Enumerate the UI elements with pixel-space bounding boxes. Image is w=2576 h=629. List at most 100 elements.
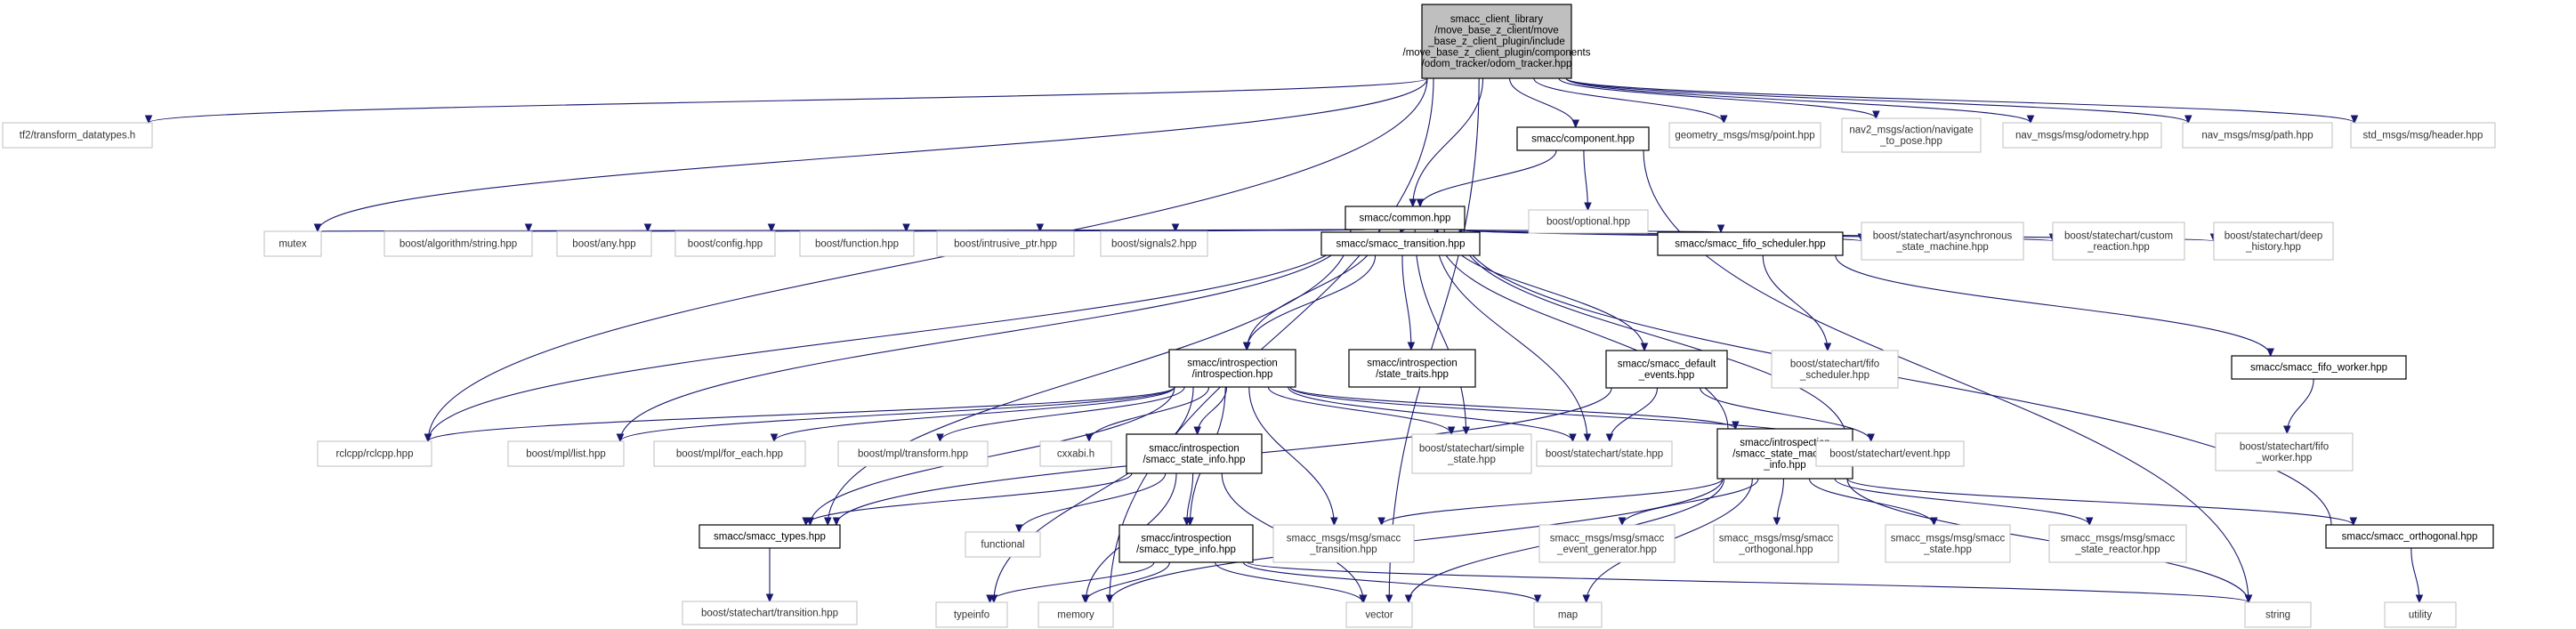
node-box: [965, 531, 1041, 558]
node-smacc-types[interactable]: smacc/smacc_types.hpp: [699, 524, 841, 549]
node-transition[interactable]: smacc/smacc_transition.hpp: [1320, 231, 1481, 256]
edge-arrowhead: [1582, 594, 1591, 604]
edge-arrowhead: [1242, 342, 1251, 351]
edge-sm-info-to-msg-state-reactor: [1834, 478, 2090, 526]
node-label-line: _to_pose.hpp: [1879, 136, 1942, 147]
edge-arrowhead: [1716, 224, 1725, 234]
node-label-line: _event_generator.hpp: [1556, 544, 1657, 555]
node-state-info[interactable]: smacc/introspection/smacc_state_info.hpp: [1126, 433, 1263, 474]
edge-root-to-geom-point: [1533, 77, 1724, 124]
edge-arrowhead: [1584, 202, 1592, 212]
node-label-line: boost/function.hpp: [815, 239, 899, 250]
node-box: [1861, 222, 2024, 261]
node-box: [1841, 117, 1982, 153]
node-label-line: boost/mpl/for_each.hpp: [676, 449, 783, 460]
node-box: [1118, 524, 1254, 563]
node-box: [1421, 4, 1572, 79]
node-label-line: smacc_msgs/msg/smacc: [1287, 533, 1401, 544]
node-fifo-sched[interactable]: smacc/smacc_fifo_scheduler.hpp: [1657, 231, 1844, 256]
node-box: [2213, 222, 2334, 261]
node-msg-state: smacc_msgs/msg/smacc_state.hpp: [1885, 524, 2011, 563]
node-nav2-navigate: nav2_msgs/action/navigate_to_pose.hpp: [1841, 117, 1982, 153]
edge-root-to-header: [1565, 77, 2355, 124]
edge-common-to-simple-state: [1414, 229, 1467, 435]
edge-fifo-worker-to-fifo-worker-sc: [2286, 378, 2314, 434]
edge-common-to-mpl-list: [619, 229, 1352, 442]
node-odometry: nav_msgs/msg/odometry.hpp: [2002, 122, 2162, 149]
node-label-line: /move_base_z_client_plugin/components: [1403, 48, 1591, 59]
node-mpl-foreach: boost/mpl/for_each.hpp: [653, 440, 806, 467]
edge-type-info-to-string: [1247, 561, 2249, 603]
edge-arrowhead: [1583, 433, 1592, 443]
edge-root-to-nav2-navigate: [1558, 77, 1877, 119]
edge-arrowhead: [832, 517, 841, 527]
edge-arrowhead: [936, 433, 944, 443]
node-box: [317, 440, 432, 467]
node-box: [1038, 601, 1114, 628]
edge-fifo-sched-to-fifo-worker: [1835, 254, 2272, 357]
node-introspection[interactable]: smacc/introspection/introspection.hpp: [1168, 349, 1296, 388]
edge-arrowhead: [1569, 433, 1577, 443]
edge-arrowhead: [1377, 517, 1385, 527]
node-box: [1713, 524, 1839, 563]
node-string: string: [2244, 601, 2312, 628]
node-box: [1168, 349, 1296, 388]
node-label-line: boost/statechart/fifo: [2240, 441, 2329, 452]
node-state-traits[interactable]: smacc/introspection/state_traits.hpp: [1348, 349, 1476, 388]
node-fifo-worker[interactable]: smacc/smacc_fifo_worker.hpp: [2231, 355, 2407, 380]
edge-arrowhead: [902, 223, 910, 233]
node-label-line: /introspection.hpp: [1192, 369, 1273, 380]
node-label-line: _info.hpp: [1763, 460, 1805, 471]
node-common[interactable]: smacc/common.hpp: [1345, 206, 1466, 230]
node-label-line: boost/algorithm/string.hpp: [400, 239, 517, 250]
edge-arrowhead: [1720, 115, 1728, 125]
node-orthogonal[interactable]: smacc/smacc_orthogonal.hpp: [2325, 524, 2494, 549]
node-label-line: nav_msgs/msg/odometry.hpp: [2015, 131, 2149, 141]
node-mutex: mutex: [263, 230, 322, 257]
node-label-line: /state_traits.hpp: [1376, 369, 1449, 380]
node-label-line: /move_base_z_client/move: [1434, 26, 1558, 36]
edge-arrowhead: [1407, 342, 1416, 351]
node-box: [2048, 524, 2187, 563]
node-label-line: boost/signals2.hpp: [1111, 239, 1197, 250]
node-default-events[interactable]: smacc/smacc_default_events.hpp: [1605, 350, 1728, 389]
node-typeinfo: typeinfo: [935, 601, 1008, 628]
node-msg-transition: smacc_msgs/msg/smacc_transition.hpp: [1272, 524, 1415, 563]
node-box: [2350, 122, 2496, 149]
edge-introspection-to-mpl-foreach: [773, 386, 1175, 442]
node-box: [2244, 601, 2312, 628]
node-msg-state-reactor: smacc_msgs/msg/smacc_state_reactor.hpp: [2048, 524, 2187, 563]
node-label-line: boost/statechart/asynchronous: [1873, 230, 2013, 241]
edge-sm-info-to-memory: [1109, 478, 1724, 603]
node-custom-reaction: boost/statechart/custom_reaction.hpp: [2052, 222, 2185, 261]
edge-arrowhead: [824, 517, 832, 527]
edge-root-to-rclcpp: [427, 77, 1428, 442]
node-box: [1320, 231, 1481, 256]
edge-arrowhead: [2349, 517, 2358, 527]
node-label-line: rclcpp/rclcpp.hpp: [336, 449, 414, 460]
node-box: [653, 440, 806, 467]
node-label-line: boost/statechart/deep: [2225, 230, 2323, 241]
node-type-info[interactable]: smacc/introspection/smacc_type_info.hpp: [1118, 524, 1254, 563]
node-label-line: functional: [981, 540, 1024, 551]
node-event-hpp: boost/statechart/event.hpp: [1815, 440, 1965, 467]
edge-sm-info-to-msg-event-gen: [1621, 478, 1759, 526]
edges-layer: [144, 77, 2424, 604]
edge-root-to-memory: [1109, 77, 1434, 603]
edge-arrowhead: [144, 115, 153, 125]
node-root[interactable]: smacc_client_library/move_base_z_client/…: [1403, 4, 1591, 79]
node-label-line: _orthogonal.hpp: [1738, 544, 1813, 555]
node-box: [1885, 524, 2011, 563]
edge-root-to-common: [1412, 77, 1484, 207]
edge-default-events-to-state-hpp: [1609, 387, 1659, 442]
edge-introspection-to-state-hpp: [1288, 386, 1574, 442]
edge-arrowhead: [2184, 115, 2192, 125]
node-component[interactable]: smacc/component.hpp: [1516, 126, 1650, 151]
edge-introspection-to-simple-state: [1267, 386, 1452, 435]
node-label-line: smacc/smacc_fifo_scheduler.hpp: [1675, 239, 1825, 250]
edge-arrowhead: [1015, 524, 1023, 534]
node-label-line: smacc_client_library: [1450, 14, 1543, 25]
edge-arrowhead: [2244, 594, 2253, 604]
node-box: [799, 230, 915, 257]
edge-arrowhead: [1447, 426, 1456, 436]
